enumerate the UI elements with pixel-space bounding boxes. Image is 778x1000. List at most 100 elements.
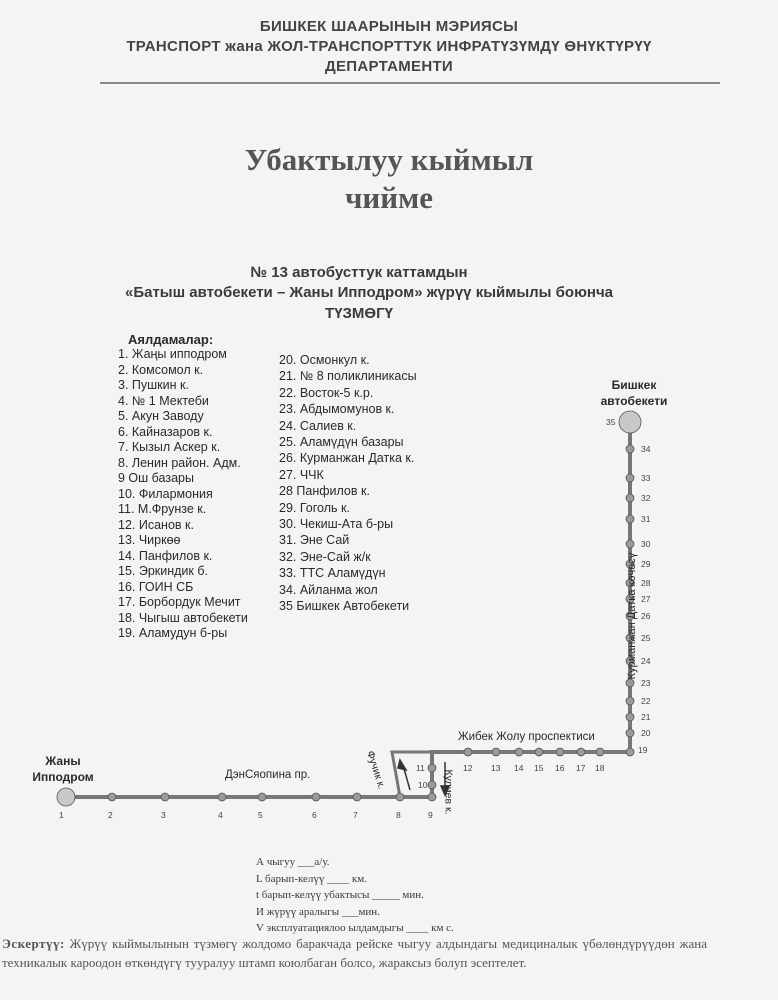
- stop-list-item: 29. Гоголь к.: [279, 500, 350, 515]
- document-title-line1: Убактылуу кыймыл: [244, 142, 534, 177]
- stop-number-label: 9: [428, 810, 433, 820]
- stop-number-label: 20: [641, 728, 651, 738]
- stop-list-item: 35 Бишкек Автобекети: [279, 599, 410, 614]
- stop-marker: [625, 559, 635, 569]
- stop-number-label: 13: [491, 763, 501, 773]
- stop-list-item: 21. № 8 поликлиникасы: [279, 369, 417, 384]
- stop-list-item: 11. М.Фрунзе к.: [118, 502, 207, 516]
- department-header-line2: ТРАНСПОРТ жана ЖОЛ-ТРАНСПОРТТУК ИНФРАТҮЗ…: [126, 38, 652, 55]
- stop-number-label: 16: [555, 763, 565, 773]
- stop-number-label: 25: [641, 633, 651, 643]
- terminal-stop-marker: [56, 787, 76, 807]
- stop-number-label: 15: [534, 763, 544, 773]
- route-parameters-form: А чыгуу ___а/у. L барып-келүү ____ км. t…: [256, 854, 454, 937]
- stop-marker: [427, 792, 437, 802]
- stop-number-label: 26: [641, 611, 651, 621]
- stop-number-label: 8: [396, 810, 401, 820]
- start-label-line2: Ипподром: [32, 770, 94, 784]
- stop-marker: [625, 594, 635, 604]
- stop-list-item: 7. Кызыл Аскер к.: [118, 440, 221, 454]
- stop-number-label: 4: [218, 810, 223, 820]
- stop-list-item: 9 Ош базары: [118, 471, 194, 485]
- stop-marker: [534, 747, 544, 757]
- form-line-trip-time: t барып-келүү убактысы _____ мин.: [256, 889, 424, 901]
- stop-list-item: 23. Абдымомунов к.: [279, 402, 395, 417]
- stop-list-item: 19. Аламудун б-ры: [118, 626, 228, 640]
- stop-number-label: 32: [641, 493, 651, 503]
- end-label-line1: Бишкек: [611, 378, 657, 392]
- stop-list-item: 18. Чыгыш автобекети: [118, 610, 248, 625]
- stop-marker: [491, 747, 501, 757]
- stop-number-label: 29: [641, 559, 651, 569]
- stop-marker: [555, 747, 565, 757]
- stop-list-item: 14. Панфилов к.: [118, 548, 213, 563]
- stop-list-item: 5. Акун Заводу: [118, 409, 204, 423]
- stop-list-item: 30. Чекиш-Ата б-ры: [279, 517, 394, 532]
- stop-marker: [217, 792, 227, 802]
- route-line-loop: [430, 750, 632, 799]
- stop-marker: [514, 747, 524, 757]
- stop-number-label: 14: [514, 763, 524, 773]
- stop-list-item: 20. Осмонкул к.: [279, 353, 370, 367]
- stop-number-label: 28: [641, 578, 651, 588]
- stop-number-label: 30: [641, 539, 651, 549]
- stop-marker: [625, 728, 635, 738]
- stop-number-label: 5: [258, 810, 263, 820]
- stop-marker: [427, 763, 437, 773]
- stop-marker: [625, 473, 635, 483]
- stop-marker: [257, 792, 267, 802]
- stop-list-item: 8. Ленин район. Адм.: [118, 455, 241, 470]
- stop-marker: [625, 578, 635, 588]
- stop-list-item: 6. Кайназаров к.: [118, 424, 213, 439]
- stop-list-item: 16. ГОИН СБ: [118, 579, 194, 594]
- stop-number-label: 3: [161, 810, 166, 820]
- stop-list-item: 12. Исанов к.: [118, 517, 194, 532]
- stop-marker: [625, 747, 635, 757]
- stop-number-label: 21: [641, 712, 651, 722]
- end-label-line2: автобекети: [600, 394, 668, 408]
- stop-list-item: 10. Филармония: [118, 486, 213, 501]
- stop-marker: [625, 696, 635, 706]
- stop-list-item: 15. Эркиндик б.: [118, 564, 208, 578]
- route-subtitle-line1: № 13 автобусттук каттамдын: [250, 264, 468, 281]
- stop-number-label: 10: [418, 780, 428, 790]
- stop-marker: [625, 656, 635, 666]
- stop-marker: [352, 792, 362, 802]
- arrowhead-up: [397, 758, 408, 772]
- stop-number-label: 24: [641, 656, 651, 666]
- header-divider: [100, 82, 720, 84]
- start-terminal-label: Жаны Ипподром: [28, 753, 98, 785]
- end-terminal-label: Бишкек автобекети: [594, 377, 674, 409]
- department-header-line1: БИШКЕК ШААРЫНЫН МЭРИЯСЫ: [259, 18, 519, 35]
- stop-number-label: 22: [641, 696, 651, 706]
- stop-marker: [160, 792, 170, 802]
- stop-list-item: 3. Пушкин к.: [118, 378, 189, 392]
- stop-list-item: 27. ЧЧК: [279, 467, 324, 482]
- stop-number-label: 1: [59, 810, 64, 820]
- stop-marker: [625, 611, 635, 621]
- stops-heading: Аялдамалар:: [128, 332, 214, 347]
- stop-marker: [311, 792, 321, 802]
- stop-number-label: 11: [416, 763, 425, 773]
- stop-number-label: 34: [641, 444, 651, 454]
- stop-list-item: 22. Восток-5 к.р.: [279, 385, 374, 400]
- terminal-stop-marker: [618, 410, 642, 434]
- stop-number-label: 33: [641, 473, 651, 483]
- stop-number-label: 27: [641, 594, 651, 604]
- stop-number-label: 17: [576, 763, 586, 773]
- stop-list-item: 13. Чиркөө: [118, 533, 181, 547]
- stop-marker: [427, 780, 437, 790]
- stop-marker: [625, 493, 635, 503]
- stop-list-item: 32. Эне-Сай ж/к: [279, 549, 371, 564]
- stop-marker: [625, 514, 635, 524]
- stop-list-item: 31. Эне Сай: [279, 533, 350, 548]
- route-subtitle-line3: ТҮЗМӨГҮ: [325, 305, 393, 322]
- stop-marker: [625, 633, 635, 643]
- footnote: Эскертүү: Жүрүү кыймылынын түзмөгү жолдо…: [2, 934, 707, 972]
- stop-list-item: 33. ТТС Аламүдүн: [279, 566, 386, 581]
- stop-list-item: 26. Курманжан Датка к.: [279, 451, 415, 466]
- stop-marker: [625, 539, 635, 549]
- stop-marker: [576, 747, 586, 757]
